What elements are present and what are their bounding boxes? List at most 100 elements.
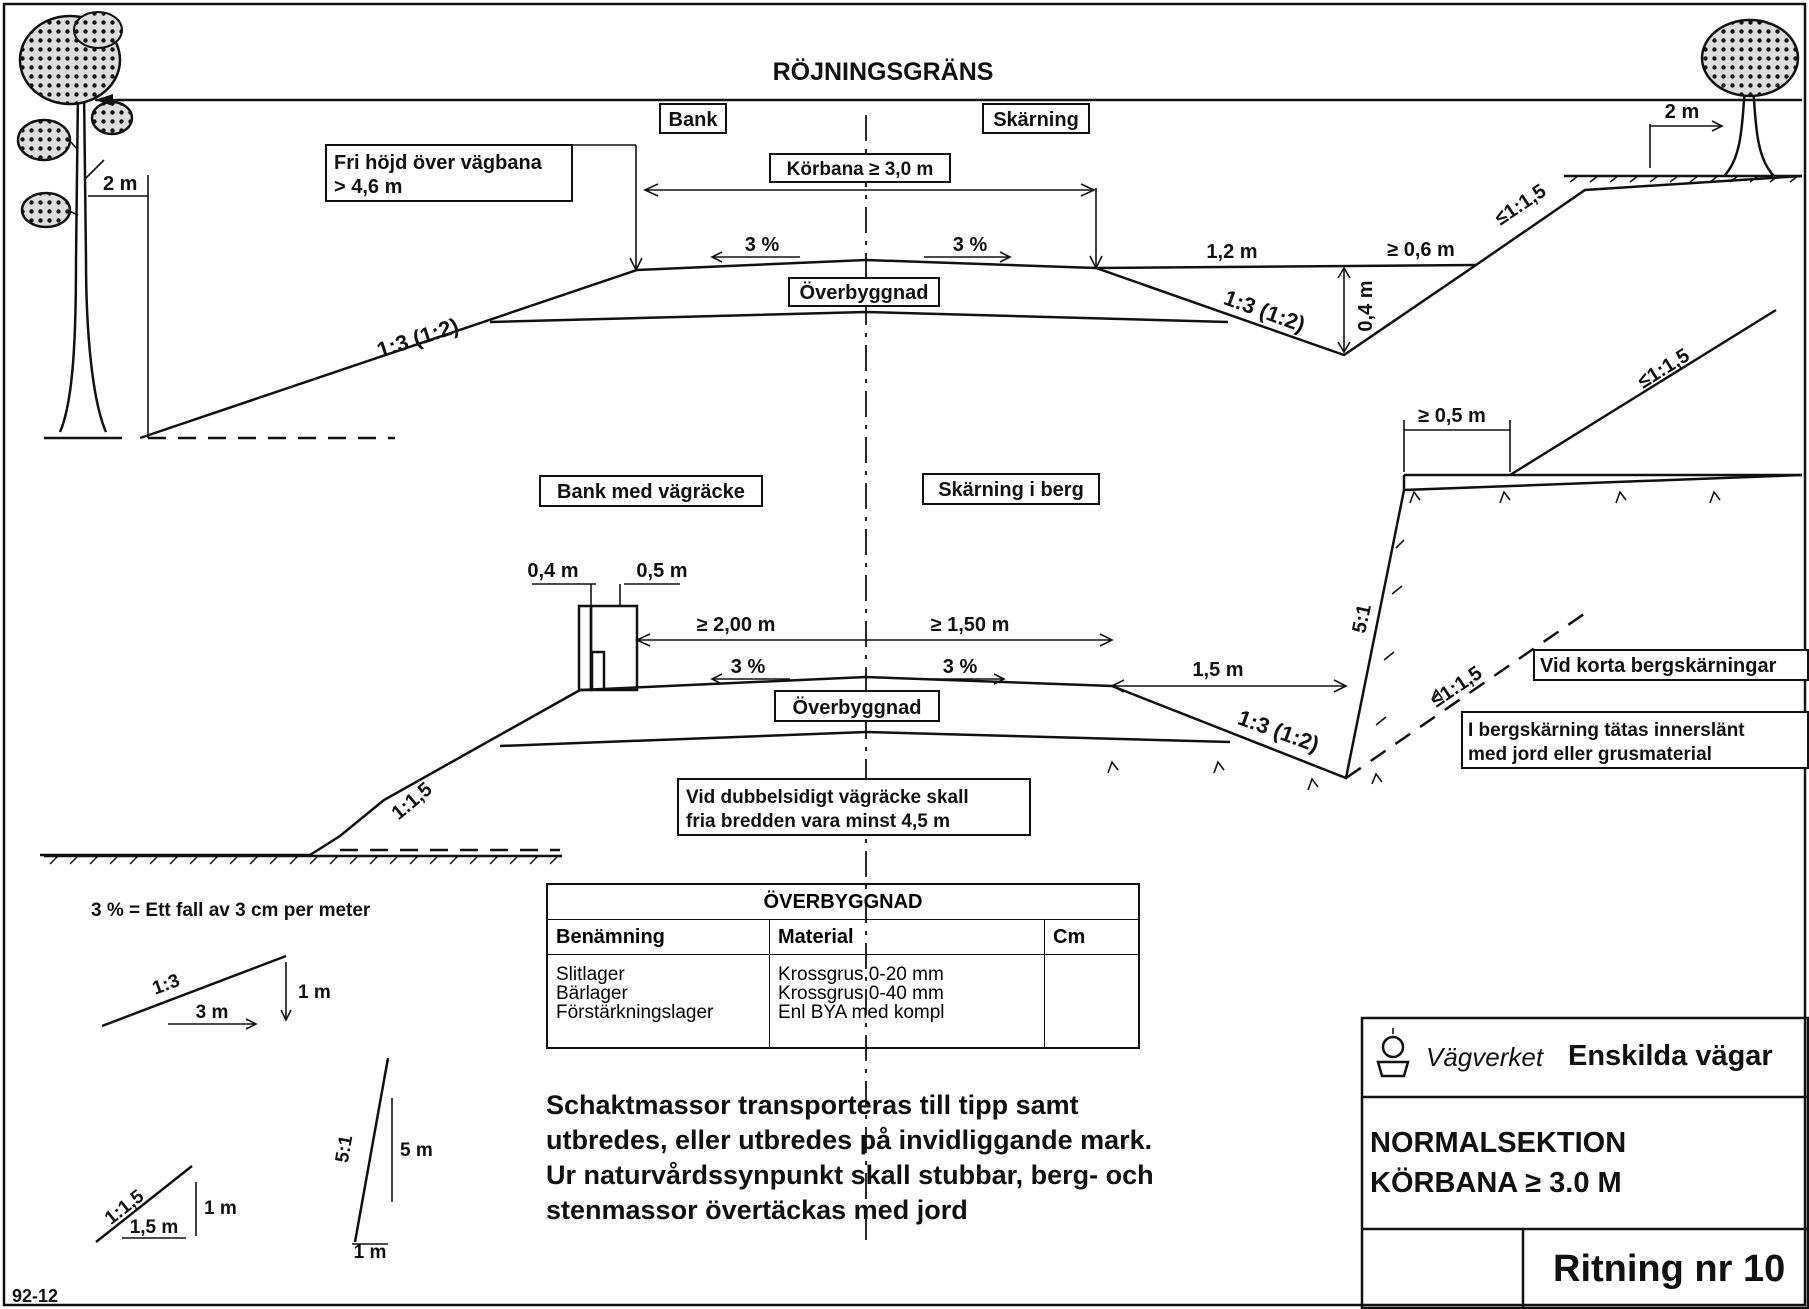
example-13-slope [101, 954, 287, 1028]
free-height-box [325, 144, 573, 202]
cut-box [982, 103, 1090, 134]
disposal-note: Schaktmassor transporteras till tipp sam… [546, 1088, 1326, 1228]
ex13-rise: 1 m [298, 982, 331, 1003]
note-line: Schaktmassor transporteras till tipp sam… [546, 1090, 1079, 1120]
slope-top-left-label: 1:3 (1:2) [374, 313, 462, 363]
ditch-outer-label: ≥ 0,6 m [1387, 239, 1455, 261]
rock-marks [1107, 490, 1721, 791]
pct-def-label: 3 % = Ett fall av 3 cm per meter [91, 900, 371, 921]
table-header-material: Material [770, 920, 1045, 954]
pavement-top-box [788, 277, 940, 307]
short-rock-cut-label: Vid korta bergskärningar [1540, 655, 1777, 677]
ex13-ratio: 1:3 [150, 970, 183, 999]
rock-cut-note-box [1461, 711, 1809, 769]
agency-name: Vägverket [1426, 1042, 1544, 1072]
rock-cut-note-line2: med jord eller grusmaterial [1468, 744, 1712, 765]
series-name: Enskilda vägar [1568, 1040, 1773, 1072]
slope-bottom-label: 1:3 (1:2) [1235, 705, 1323, 757]
slope-top-right-label: 1:3 (1:2) [1221, 285, 1309, 337]
bank-guardrail-box [539, 475, 763, 507]
table-header-name: Benämning [548, 920, 770, 954]
slope-3pct-top-left: 3 % [745, 234, 780, 256]
rock-cut-label: Skärning i berg [938, 479, 1084, 501]
double-rail-line1: Vid dubbelsidigt vägräcke skall [686, 787, 969, 808]
post-05-label: 0,5 m [636, 560, 687, 582]
slope-115-top-label: ≤1:1,5 [1491, 180, 1550, 230]
carriageway-label: Körbana ≥ 3,0 m [787, 159, 934, 180]
table-header-cm: Cm [1053, 926, 1086, 948]
ditch-depth-label: 0,4 m [1355, 280, 1377, 331]
slope-3pct-bottom-right: 3 % [943, 656, 978, 678]
guardrail-post-icon [577, 604, 593, 692]
width-150-label: ≥ 1,50 m [931, 614, 1010, 636]
pavement-bottom-label: Överbyggnad [793, 696, 922, 719]
top-road-profile [139, 174, 1803, 440]
example-115-slope [95, 1165, 193, 1243]
date-code: 92-12 [12, 1286, 58, 1306]
ex115-rise: 1 m [204, 1198, 237, 1219]
drawing-number: Ritning nr 10 [1553, 1248, 1786, 1290]
tree-right-icon [1700, 18, 1800, 177]
clearing-limit-arrow-icon [95, 94, 113, 106]
pavement-table: ÖVERBYGGNAD Benämning Material Cm Slitla… [546, 883, 1140, 1049]
pavement-bottom-box [774, 690, 940, 722]
title-line1: NORMALSEKTION [1370, 1127, 1627, 1159]
top-pavement-bottom [489, 310, 1229, 324]
bank-box [659, 103, 727, 134]
bank-label: Bank [669, 109, 719, 131]
bottom-ground-hatch [49, 855, 559, 865]
note-line: Ur naturvårdssynpunkt skall stubbar, ber… [546, 1160, 1154, 1190]
title-block-frame [1360, 1016, 1809, 1309]
free-height-line1: Fri höjd över vägbana [334, 152, 543, 174]
ex13-run: 3 m [196, 1002, 229, 1023]
shelf-width-label: ≥ 0,5 m [1418, 405, 1486, 427]
double-rail-box [677, 778, 1031, 836]
two-m-left-label: 2 m [103, 173, 137, 195]
ex115-run: 1,5 m [130, 1217, 179, 1238]
ditch-width-label: 1,2 m [1206, 241, 1257, 263]
ditch-top-line [1095, 263, 1477, 270]
ex51-rise: 5 m [400, 1140, 433, 1161]
top-right-ground-hatch [1569, 175, 1799, 183]
guardrail-rail-icon [589, 604, 639, 692]
slope-3pct-bottom-left: 3 % [731, 656, 766, 678]
ex51-ratio: 5:1 [332, 1133, 358, 1164]
two-m-right-label: 2 m [1665, 101, 1699, 123]
ex51-run: 1 m [354, 1242, 387, 1263]
clearing-limit-label: RÖJNINGSGRÄNS [773, 57, 994, 86]
rock-upper-slope [1509, 308, 1777, 477]
title-line2: KÖRBANA ≥ 3.0 M [1370, 1167, 1622, 1199]
note-line: stenmassor övertäckas med jord [546, 1195, 968, 1225]
pavement-table-title: ÖVERBYGGNAD [548, 885, 1138, 920]
slope-3pct-top-right: 3 % [953, 234, 988, 256]
slope-51-rock-label: 5:1 [1348, 602, 1376, 635]
short-rock-cut-dashed [1345, 612, 1585, 780]
table-row-name: Förstärkningslager [556, 1002, 714, 1023]
table-row-material: Enl BYA med kompl [778, 1002, 945, 1023]
cut-label: Skärning [993, 109, 1079, 131]
table-row-material: Krossgrus 0-20 mm [778, 964, 944, 985]
rock-cut-box [922, 473, 1100, 505]
slope-115-rock-label: ≤1:1,5 [1634, 345, 1694, 394]
bottom-road-profile [40, 473, 1803, 857]
double-rail-line2: fria bredden vara minst 4,5 m [686, 811, 950, 832]
table-row-material: Krossgrus 0-40 mm [778, 983, 944, 1004]
ditch-15-label: 1,5 m [1192, 659, 1243, 681]
width-200-label: ≥ 2,00 m [697, 614, 776, 636]
vagverket-crown-logo [1376, 1028, 1410, 1078]
bank-guardrail-label: Bank med vägräcke [557, 481, 745, 503]
short-rock-cut-box [1533, 649, 1809, 681]
rock-cut-note-line1: I bergskärning tätas innerslänt [1468, 720, 1745, 741]
table-row-name: Slitlager [556, 964, 625, 985]
free-height-line2: > 4,6 m [334, 176, 402, 198]
pavement-top-label: Överbyggnad [800, 281, 929, 304]
bottom-pavement-bottom [865, 730, 1231, 744]
note-line: utbredes, eller utbredes på invidliggand… [546, 1125, 1153, 1155]
post-04-label: 0,4 m [527, 560, 578, 582]
carriageway-box [769, 153, 951, 183]
table-row-name: Bärlager [556, 983, 628, 1004]
example-51-slope [353, 1057, 390, 1243]
tree-left-icon [16, 11, 134, 433]
